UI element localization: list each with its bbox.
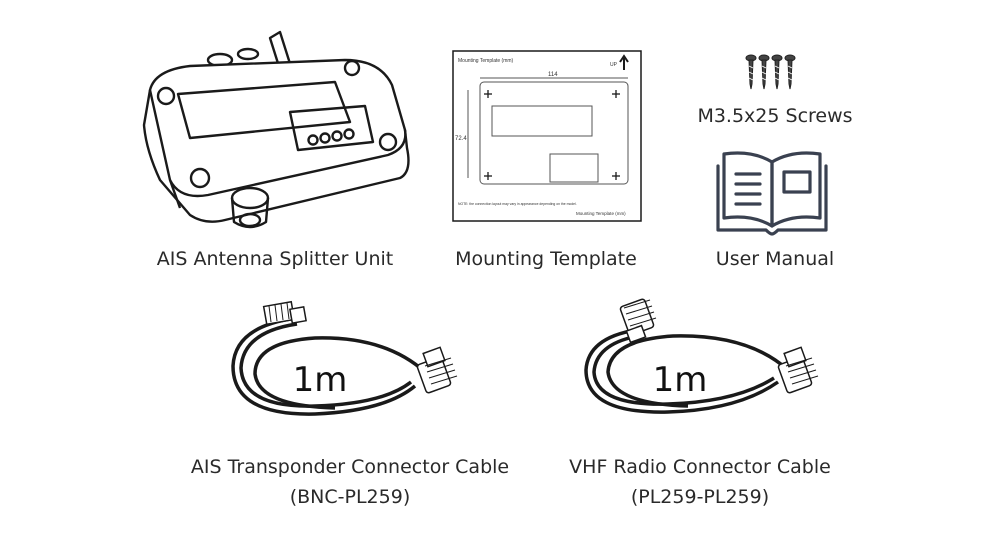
template-note: NOTE: the connection layout may vary in … — [458, 202, 577, 206]
screws-icon — [745, 54, 796, 90]
vhf-cable-illustration — [584, 298, 819, 414]
ais-cable-label-line2: (BNC-PL259) — [289, 486, 411, 508]
template-height-dim: 72.4 — [455, 136, 467, 142]
manual-label: User Manual — [715, 248, 835, 270]
screws-label: M3.5x25 Screws — [697, 105, 853, 127]
ais-cable-length: 1m — [292, 360, 348, 400]
ais-cable-label: AIS Transponder Connector Cable (BNC-PL2… — [170, 452, 530, 512]
template-label: Mounting Template — [455, 248, 637, 270]
ais-cable-illustration — [231, 300, 458, 416]
vhf-cable-label: VHF Radio Connector Cable (PL259-PL259) — [540, 452, 860, 512]
splitter-unit-illustration — [142, 30, 410, 229]
splitter-label: AIS Antenna Splitter Unit — [156, 248, 394, 270]
template-width-dim: 114 — [548, 72, 558, 78]
mounting-template-illustration: Mounting Template (mm) UP 114 72.4 NOTE:… — [452, 50, 642, 222]
template-footer-right: Mounting Template (mm) — [576, 211, 626, 216]
ais-cable-label-line1: AIS Transponder Connector Cable — [190, 456, 510, 478]
vhf-cable-length: 1m — [652, 360, 708, 400]
vhf-cable-label-line1: VHF Radio Connector Cable — [569, 456, 831, 478]
user-manual-icon — [716, 151, 828, 236]
vhf-cable-label-line2: (PL259-PL259) — [630, 486, 770, 508]
template-header-left: Mounting Template (mm) — [458, 58, 514, 64]
template-header-right: UP — [610, 62, 618, 68]
